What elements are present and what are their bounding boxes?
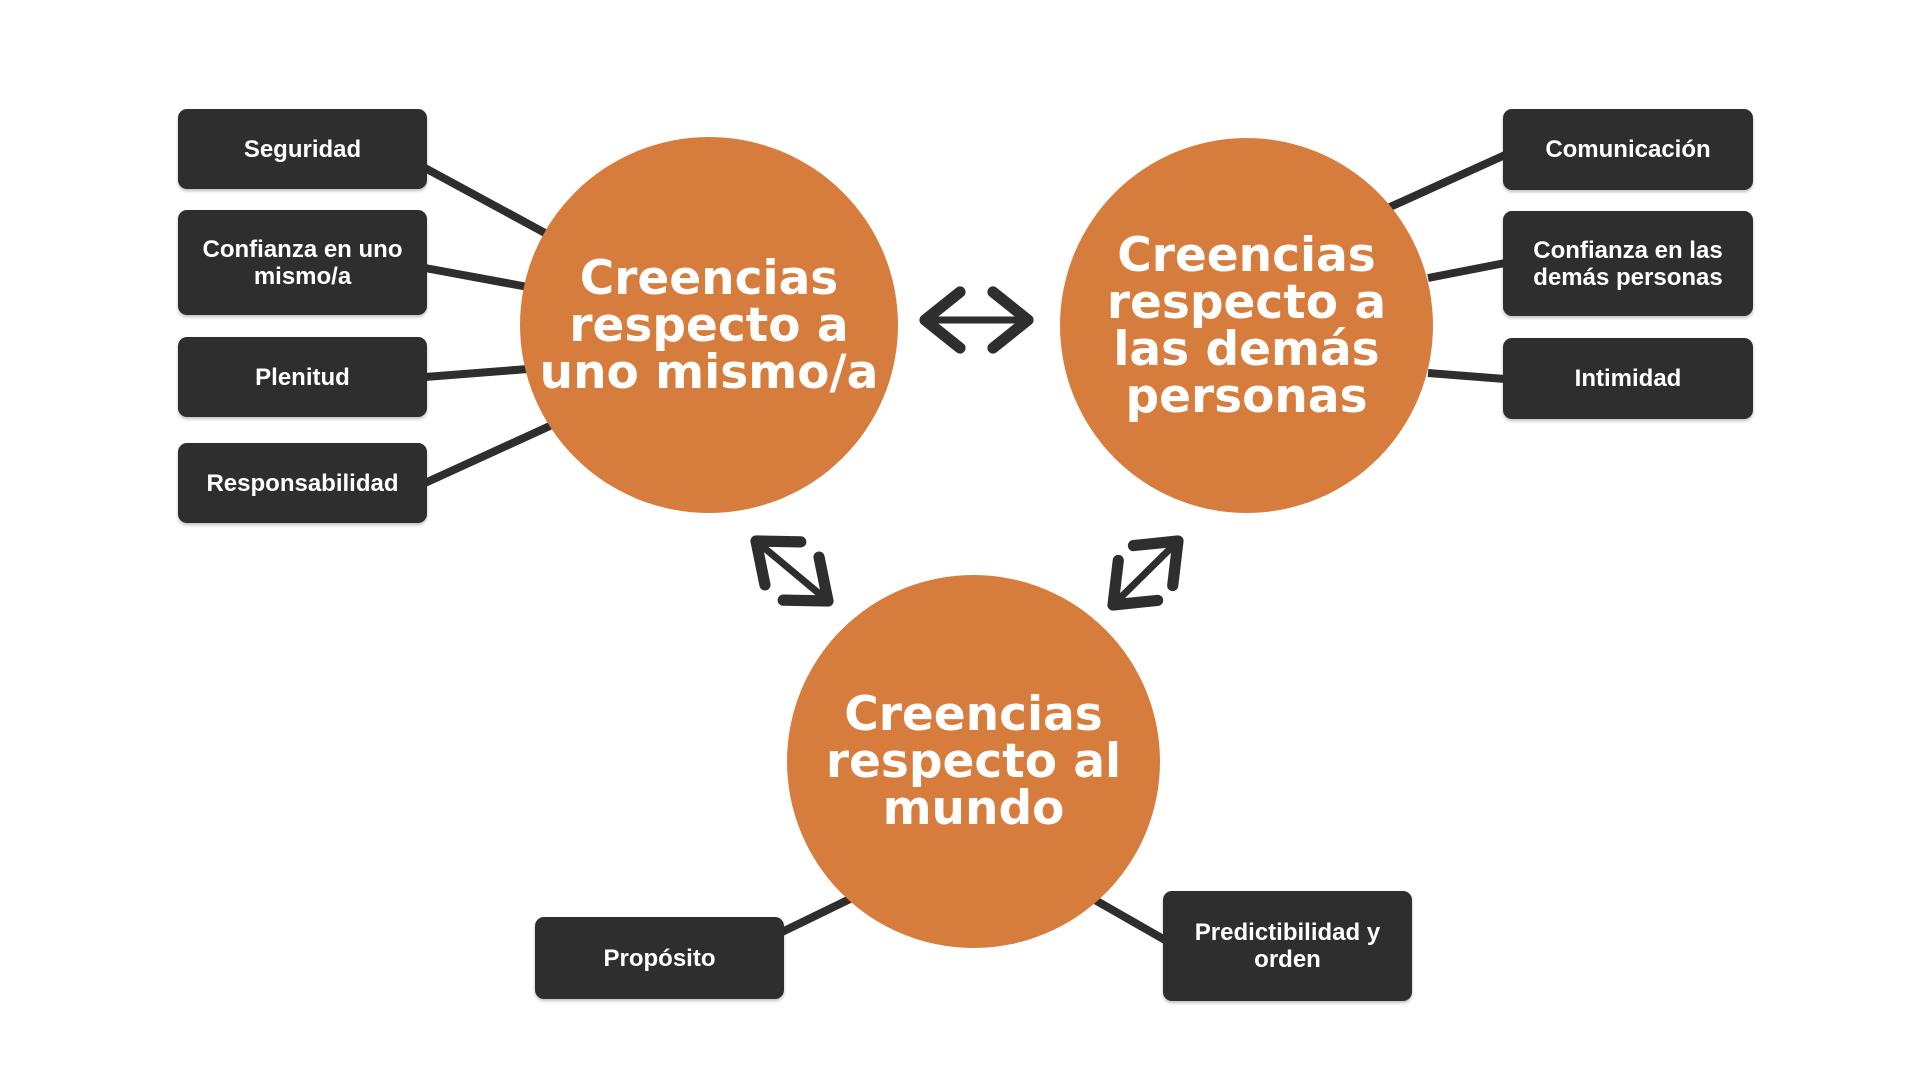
arrow-self-world — [750, 535, 834, 607]
circle-self-beliefs: Creencias respecto a uno mismo/a — [520, 137, 898, 513]
box-responsabilidad-label: Responsabilidad — [206, 469, 399, 497]
connector-world-proposito — [780, 894, 854, 936]
arrow-others-world — [1107, 535, 1184, 611]
connector-others-intimidad — [1427, 369, 1506, 383]
box-confianza-en-las-demas-label: Confianza en las demás personas — [1533, 236, 1723, 291]
connector-self-seguridad — [423, 164, 547, 237]
box-proposito-label: Propósito — [603, 944, 716, 972]
box-predictibilidad-y-orden-label: Predictibilidad y orden — [1194, 919, 1381, 973]
circle-self-label: Creencias respecto a uno mismo/a — [539, 250, 879, 400]
box-comunicacion-label: Comunicación — [1545, 136, 1711, 163]
circle-world-label: Creencias respecto al mundo — [825, 687, 1122, 836]
box-comunicacion: Comunicación — [1503, 109, 1753, 190]
circle-others-beliefs: Creencias respecto a las demás personas — [1060, 138, 1433, 513]
circle-world-beliefs: Creencias respecto al mundo — [787, 575, 1160, 948]
box-predictibilidad-y-orden: Predictibilidad y orden — [1163, 891, 1412, 1001]
circle-others-label: Creencias respecto a las demás personas — [1106, 227, 1387, 424]
box-confianza-en-uno-mismo: Confianza en uno mismo/a — [178, 210, 427, 315]
box-responsabilidad: Responsabilidad — [178, 443, 427, 523]
box-confianza-en-uno-mismo-label: Confianza en uno mismo/a — [202, 235, 403, 290]
box-seguridad-label: Seguridad — [243, 135, 362, 163]
box-plenitud-label: Plenitud — [255, 363, 350, 391]
box-proposito: Propósito — [535, 917, 784, 999]
box-seguridad: Seguridad — [178, 109, 427, 189]
connector-world-predictibilidad — [1093, 896, 1167, 944]
connector-self-responsabilidad — [423, 421, 554, 487]
box-intimidad: Intimidad — [1503, 338, 1753, 419]
connector-self-plenitud — [424, 365, 529, 381]
box-plenitud: Plenitud — [178, 337, 427, 417]
connector-others-comunicacion — [1388, 151, 1507, 211]
connector-others-confianza — [1427, 259, 1506, 282]
connector-self-confianza — [424, 264, 529, 291]
box-intimidad-label: Intimidad — [1574, 365, 1682, 392]
box-confianza-en-las-demas: Confianza en las demás personas — [1503, 211, 1753, 316]
